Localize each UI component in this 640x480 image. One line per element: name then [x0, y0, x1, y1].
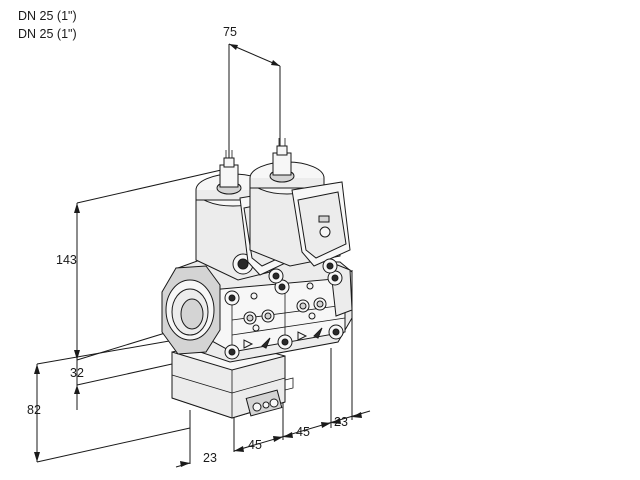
dim-45-2-label: 45: [296, 425, 310, 439]
dim-143-label: 143: [56, 253, 77, 267]
model-label-2: DN 25 (1"): [18, 27, 77, 41]
valve-body: [161, 138, 353, 419]
dim-82: 82: [27, 339, 191, 463]
solenoid-right: [249, 138, 351, 284]
dim-23-left-label: 23: [203, 451, 217, 465]
dim-143: 143: [56, 167, 231, 361]
model-label-1: DN 25 (1"): [18, 9, 77, 23]
dim-bottom: 23 45 45 23: [175, 270, 371, 468]
dim-82-label: 82: [27, 403, 41, 417]
screws: [224, 270, 344, 360]
dim-32: 32: [70, 360, 173, 410]
dim-45-1-label: 45: [248, 438, 262, 452]
dim-23-right-label: 23: [334, 415, 348, 429]
dim-32-label: 32: [70, 366, 84, 380]
dim-75-label: 75: [223, 25, 237, 39]
dim-75-top: 75: [223, 25, 281, 160]
